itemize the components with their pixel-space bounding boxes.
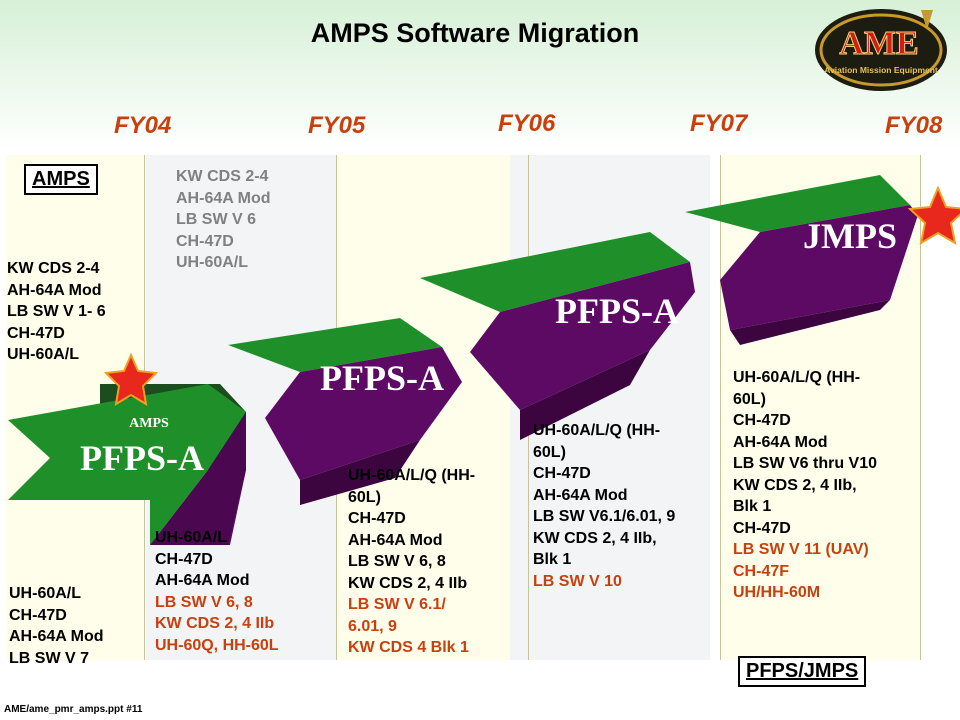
note-line: CH-47D <box>348 510 406 527</box>
note-line: KW CDS 2, 4 IIb, <box>533 529 657 547</box>
note-line: AH-64A Mod <box>7 281 102 299</box>
arrow-label: JMPS <box>803 216 897 256</box>
divider-line <box>920 155 921 660</box>
note-line: LB SW V 6.1/ <box>348 596 446 613</box>
header-gradient <box>0 0 960 150</box>
note-line: 60L) <box>533 443 566 461</box>
arrow-label: PFPS-A <box>555 291 679 331</box>
arrow-sublabel: AMPS <box>129 416 169 431</box>
note-line: LB SW V 11 (UAV) <box>733 541 869 558</box>
pfps-jmps-box-label: PFPS/JMPS <box>738 656 867 687</box>
stage2-note: UH-60A/L CH-47D AH-64A Mod LB SW V 6, 8 KW … <box>155 527 279 656</box>
note-line: LB SW V 7 <box>9 649 90 667</box>
note-line: AH-64A Mod <box>155 572 250 589</box>
note-line: KW CDS 2-4 <box>7 260 100 277</box>
note-line: KW CDS 2, 4 IIb <box>348 574 468 592</box>
arrow-stage-3 <box>420 232 695 440</box>
note-line: AH-64A Mod <box>533 486 628 504</box>
fy-label: FY08 <box>885 112 943 139</box>
note-line: UH-60A/L/Q (HH- <box>533 422 661 439</box>
note-line: CH-47D <box>7 324 65 342</box>
note-line: CH-47D <box>176 232 234 250</box>
star-icon <box>907 185 960 245</box>
note-line: LB SW V 6 <box>176 211 257 228</box>
note-line: UH/HH-60M <box>733 584 821 601</box>
divider-line <box>720 155 721 660</box>
arrow-label: PFPS-A <box>80 438 204 478</box>
note-line: Blk 1 <box>533 551 572 568</box>
fy-label: FY04 <box>114 112 172 139</box>
note-line: CH-47D <box>155 550 213 568</box>
stage1-note: UH-60A/L CH-47D AH-64A Mod LB SW V 7 <box>9 583 104 669</box>
arrow-label: PFPS-A <box>320 358 444 398</box>
note-line: AH-64A Mod <box>176 189 271 207</box>
note-line: KW CDS 2, 4 IIb, <box>733 476 857 494</box>
note-line: LB SW V 6, 8 <box>348 553 446 570</box>
stage3-note: UH-60A/L/Q (HH- 60L) CH-47D AH-64A Mod LB SW… <box>348 465 475 659</box>
note-line: CH-47D <box>533 465 591 482</box>
logo-subtext: Aviation Mission Equipment <box>824 65 938 75</box>
note-line: UH-60A/L <box>9 585 82 602</box>
note-line: LB SW V 6, 8 <box>155 593 253 611</box>
footer-text: AME/ame_pmr_amps.ppt #11 <box>4 704 143 715</box>
note-line: 60L) <box>348 488 381 506</box>
note-line: 6.01, 9 <box>348 617 397 635</box>
note-line: Blk 1 <box>733 498 772 515</box>
ame-logo: AME Aviation Mission Equipment <box>815 9 947 91</box>
arrow-stage-4 <box>685 175 918 345</box>
note-line: LB SW V 10 <box>533 572 622 590</box>
note-line: CH-47D <box>733 412 791 429</box>
amps-box-label: AMPS <box>24 164 98 195</box>
note-line: UH-60Q, HH-60L <box>155 636 279 654</box>
note-line: 60L) <box>733 390 766 408</box>
note-line: KW CDS 4 Blk 1 <box>348 639 469 656</box>
note-line: LB SW V 1- 6 <box>7 303 106 320</box>
fy-label: FY06 <box>498 110 556 137</box>
logo-text: AME <box>839 25 918 62</box>
note-line: UH-60A/L/Q (HH- <box>733 369 861 386</box>
note-line: UH-60A/L <box>155 529 228 546</box>
note-line: LB SW V6 thru V10 <box>733 455 878 472</box>
star-icon <box>103 352 159 406</box>
note-line: CH-47D <box>733 519 791 537</box>
note-line: CH-47D <box>9 606 67 624</box>
fy-label: FY07 <box>690 110 748 137</box>
arrow-stage-1 <box>8 384 246 545</box>
note-line: KW CDS 2-4 <box>176 168 269 185</box>
note-line: UH-60A/L/Q (HH- <box>348 467 476 484</box>
note-line: LB SW V6.1/6.01, 9 <box>533 508 676 525</box>
note-line: UH-60A/L <box>176 254 249 271</box>
fy-label: FY05 <box>308 112 366 139</box>
page-title: AMPS Software Migration <box>310 18 640 48</box>
note-line: AH-64A Mod <box>348 531 443 549</box>
note-line: UH-60A/L <box>7 346 80 363</box>
note-line: CH-47F <box>733 562 790 580</box>
stage4-note: UH-60A/L/Q (HH- 60L) CH-47D AH-64A Mod LB SW… <box>533 420 675 592</box>
note-line: AH-64A Mod <box>9 628 104 645</box>
stage5-note: UH-60A/L/Q (HH- 60L) CH-47D AH-64A Mod LB SW… <box>733 367 877 604</box>
note-line: AH-64A Mod <box>733 433 828 451</box>
note-line: KW CDS 2, 4 IIb <box>155 615 275 632</box>
arrow-stage-2 <box>228 318 462 505</box>
